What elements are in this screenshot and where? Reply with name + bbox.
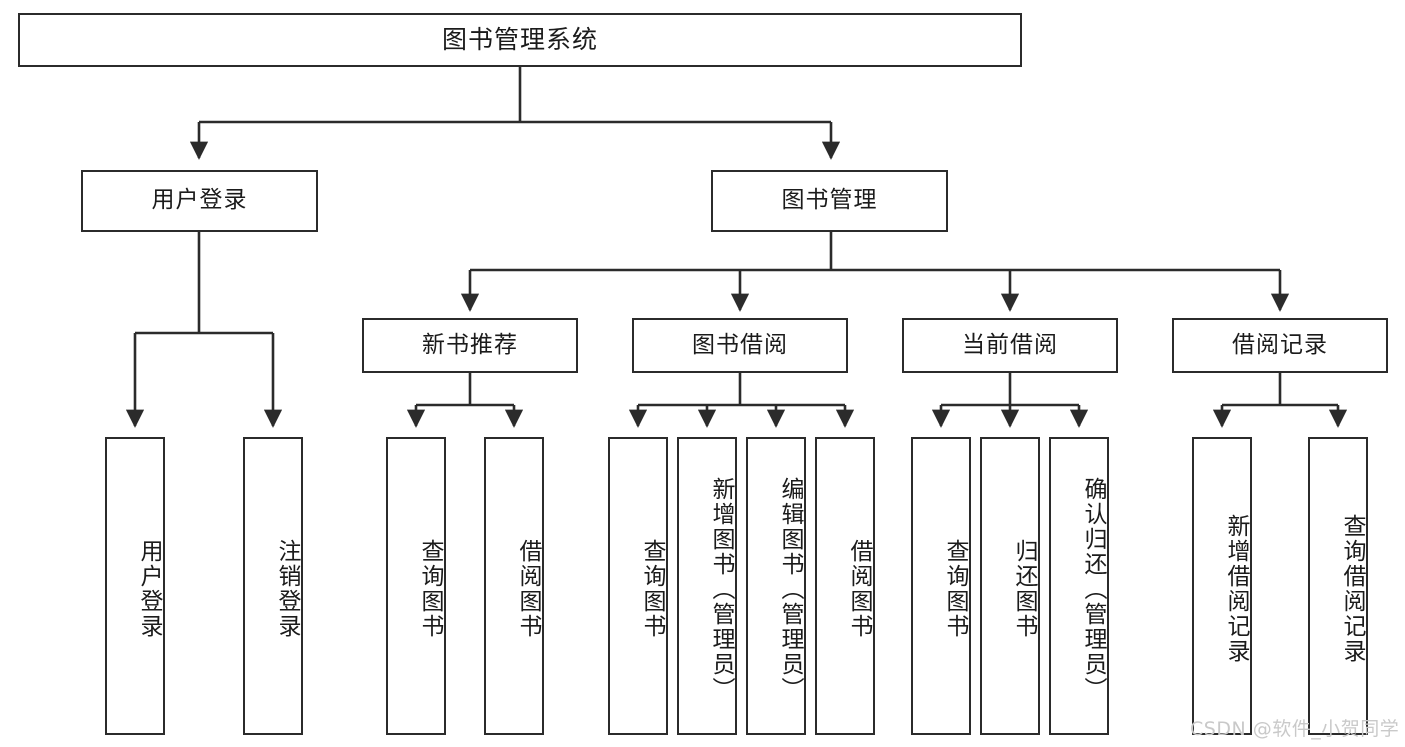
node-label: 归还图书 <box>1011 539 1037 639</box>
leaf-borrow-record-query[interactable]: 查询借阅记录 <box>1308 437 1368 735</box>
node-book-management[interactable]: 图书管理 <box>711 170 948 232</box>
leaf-book-borrow-edit[interactable]: 编辑图书（管理员） <box>746 437 806 735</box>
leaf-new-book-query[interactable]: 查询图书 <box>386 437 446 735</box>
leaf-book-borrow-add[interactable]: 新增图书（管理员） <box>677 437 737 735</box>
leaf-current-borrow-query[interactable]: 查询图书 <box>911 437 971 735</box>
leaf-book-borrow-query[interactable]: 查询图书 <box>608 437 668 735</box>
leaf-current-borrow-return[interactable]: 归还图书 <box>980 437 1040 735</box>
node-label: 注销登录 <box>274 539 300 639</box>
node-label: 查询图书 <box>417 539 443 639</box>
node-new-book-recommend[interactable]: 新书推荐 <box>362 318 578 373</box>
leaf-book-borrow-borrow[interactable]: 借阅图书 <box>815 437 875 735</box>
node-book-borrow[interactable]: 图书借阅 <box>632 318 848 373</box>
node-label: 编辑图书（管理员） <box>777 476 803 702</box>
leaf-user-login-logout[interactable]: 注销登录 <box>243 437 303 735</box>
node-label: 借阅图书 <box>515 539 541 639</box>
node-label: 用户登录 <box>151 187 248 214</box>
node-label: 图书管理系统 <box>441 25 598 54</box>
node-label: 新增图书（管理员） <box>708 476 734 702</box>
node-label: 借阅记录 <box>1232 331 1328 358</box>
node-label: 图书管理 <box>781 187 878 214</box>
node-label: 用户登录 <box>136 539 162 639</box>
node-label: 借阅图书 <box>846 539 872 639</box>
leaf-current-borrow-confirm-return[interactable]: 确认归还（管理员） <box>1049 437 1109 735</box>
node-root-book-management-system[interactable]: 图书管理系统 <box>18 13 1022 67</box>
node-label: 新书推荐 <box>422 331 518 358</box>
node-label: 查询图书 <box>942 539 968 639</box>
leaf-new-book-borrow[interactable]: 借阅图书 <box>484 437 544 735</box>
leaf-borrow-record-add[interactable]: 新增借阅记录 <box>1192 437 1252 735</box>
node-borrow-record[interactable]: 借阅记录 <box>1172 318 1388 373</box>
csdn-watermark: CSDN @软件_小贺同学 <box>1190 714 1399 741</box>
node-label: 查询图书 <box>639 539 665 639</box>
leaf-user-login-login[interactable]: 用户登录 <box>105 437 165 735</box>
watermark-text: CSDN @软件_小贺同学 <box>1190 718 1400 740</box>
node-user-login[interactable]: 用户登录 <box>81 170 318 232</box>
node-label: 查询借阅记录 <box>1339 514 1365 664</box>
node-label: 图书借阅 <box>692 331 788 358</box>
node-current-borrow[interactable]: 当前借阅 <box>902 318 1118 373</box>
node-label: 确认归还（管理员） <box>1080 476 1106 702</box>
node-label: 新增借阅记录 <box>1223 514 1249 664</box>
node-label: 当前借阅 <box>962 331 1058 358</box>
